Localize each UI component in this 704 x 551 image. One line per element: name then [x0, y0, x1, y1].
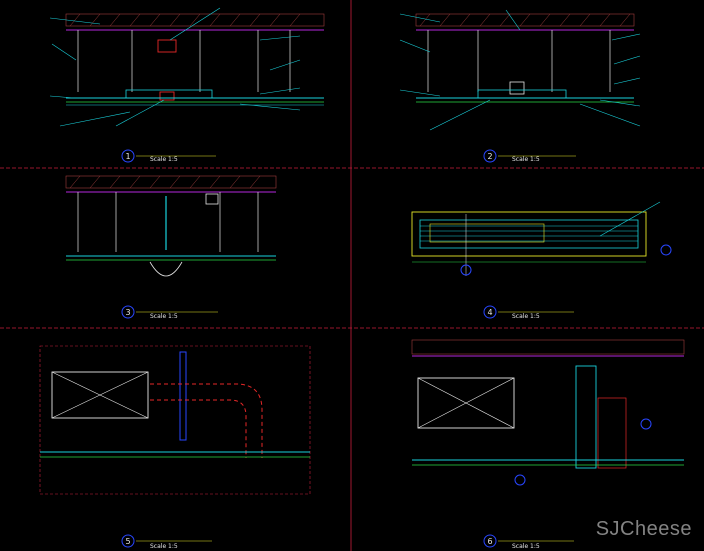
hatch-lines-1 — [69, 13, 301, 27]
detail-callout-circle-5 — [121, 534, 135, 548]
junction-box-3 — [205, 193, 219, 205]
section-marker-6 — [514, 474, 526, 486]
watermark-logo: SJCheese — [595, 518, 692, 540]
plan-light-slot-4 — [429, 223, 545, 243]
hatch-lines-2 — [419, 13, 631, 27]
panel-4-scale: Scale 1:5 — [512, 313, 540, 320]
panel-3-number: 3 — [125, 308, 130, 317]
detail-callout-circle-1 — [121, 149, 135, 163]
slab-hatch-2 — [415, 13, 635, 27]
slab-hatch-3 — [65, 175, 277, 189]
hanger-rods-2 — [427, 30, 611, 92]
driver-box-1 — [159, 91, 175, 101]
junction-box-1 — [157, 39, 177, 53]
cove-box-6 — [597, 397, 627, 469]
panel-2-number: 2 — [487, 152, 492, 161]
hanger-rods-3 — [77, 192, 259, 252]
hanger-rods-1 — [77, 30, 291, 92]
plan-slats-4 — [420, 225, 638, 242]
panel-3-scale: Scale 1:5 — [150, 313, 178, 320]
duct-box-6 — [417, 377, 515, 429]
panel-4-plan-detail: 4 Scale 1:5 — [411, 201, 672, 320]
callout-leaders-2 — [399, 9, 641, 131]
detail-callout-circle-3 — [121, 305, 135, 319]
detail-callout-circle-2 — [483, 149, 497, 163]
duct-cross-5b — [51, 371, 149, 419]
callout-leaders-1 — [49, 7, 301, 127]
panel-6-duct-detail: 6 Scale 1:5 — [411, 339, 685, 550]
slab-hatch-6 — [411, 339, 685, 355]
detail-callout-circle-4 — [483, 305, 497, 319]
panel-4-number: 4 — [487, 308, 492, 317]
hatch-lines-3 — [69, 175, 261, 189]
panel-1-number: 1 — [125, 152, 130, 161]
panel-3-ceiling-detail: 3 Scale 1:5 — [65, 175, 277, 320]
curved-fixture-3 — [149, 261, 183, 277]
duct-bend-5-outer — [150, 383, 263, 458]
hook-box-2 — [509, 81, 525, 95]
panel-6-number: 6 — [487, 537, 492, 546]
detail-callout-circle-6 — [483, 534, 497, 548]
plan-outline-4 — [411, 211, 647, 257]
duct-bend-5-inner — [150, 399, 247, 458]
plan-inner-4 — [419, 219, 639, 249]
panel-5-scale: Scale 1:5 — [150, 543, 178, 550]
panel-5-number: 5 — [125, 537, 130, 546]
fixture-housing-1 — [125, 89, 213, 99]
side-marker-6 — [640, 418, 652, 430]
pipe-5 — [179, 351, 187, 441]
panel-2-scale: Scale 1:5 — [512, 156, 540, 163]
panel-1-scale: Scale 1:5 — [150, 156, 178, 163]
panel-2-ceiling-detail: 2 Scale 1:5 — [399, 9, 641, 163]
side-marker-4 — [660, 244, 672, 256]
duct-cross-6b — [417, 377, 515, 429]
panel-1-ceiling-detail: 1 Scale 1:5 — [49, 7, 325, 163]
frame-5 — [39, 345, 311, 495]
section-marker-4 — [460, 264, 472, 276]
wall-column-6 — [575, 365, 597, 469]
duct-box-5 — [51, 371, 149, 419]
panel-5-duct-detail: 5 Scale 1:5 — [39, 345, 311, 550]
callout-leader-4 — [599, 201, 661, 237]
panel-6-scale: Scale 1:5 — [512, 543, 540, 550]
